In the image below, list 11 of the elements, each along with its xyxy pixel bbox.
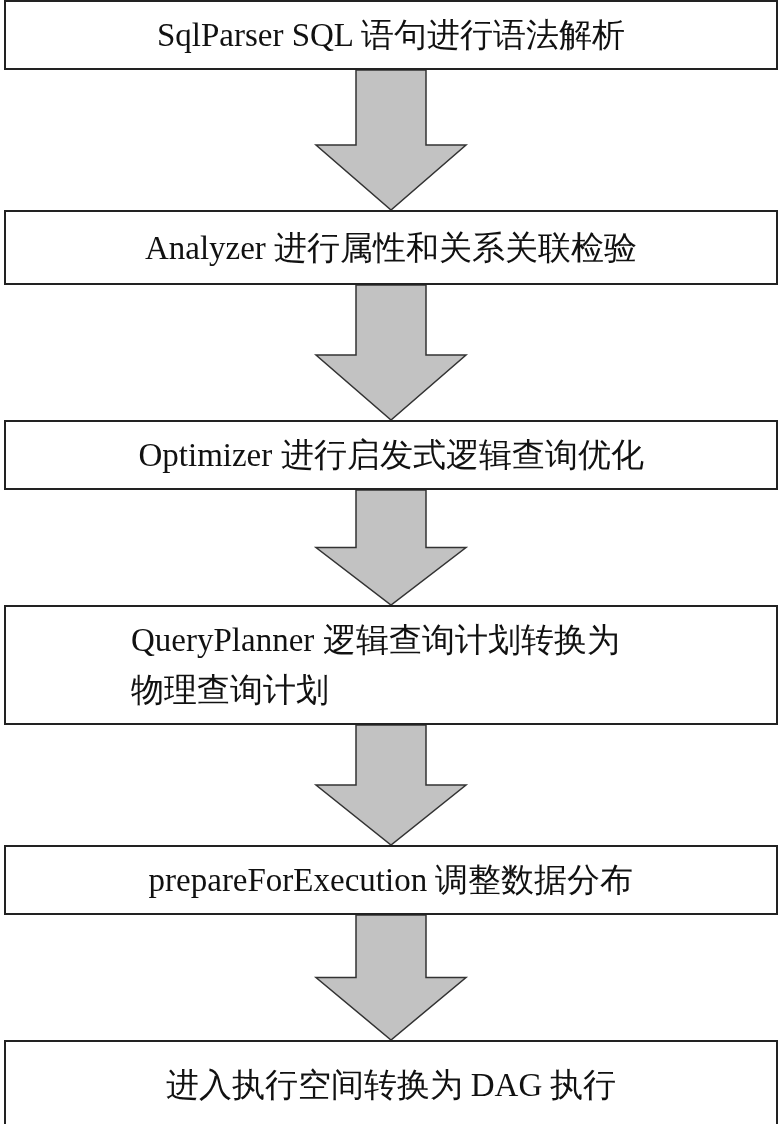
process-box: QueryPlanner 逻辑查询计划转换为物理查询计划	[4, 605, 778, 725]
process-box: SqlParser SQL 语句进行语法解析	[4, 0, 778, 70]
process-box: Optimizer 进行启发式逻辑查询优化	[4, 420, 778, 490]
block-arrow	[313, 489, 469, 606]
process-box: 进入执行空间转换为 DAG 执行	[4, 1040, 778, 1124]
block-arrow	[313, 914, 469, 1041]
block-arrow	[314, 69, 468, 211]
block-arrow	[313, 724, 469, 846]
process-box: Analyzer 进行属性和关系关联检验	[4, 210, 778, 285]
process-box: prepareForExecution 调整数据分布	[4, 845, 778, 915]
block-arrow	[314, 284, 468, 421]
